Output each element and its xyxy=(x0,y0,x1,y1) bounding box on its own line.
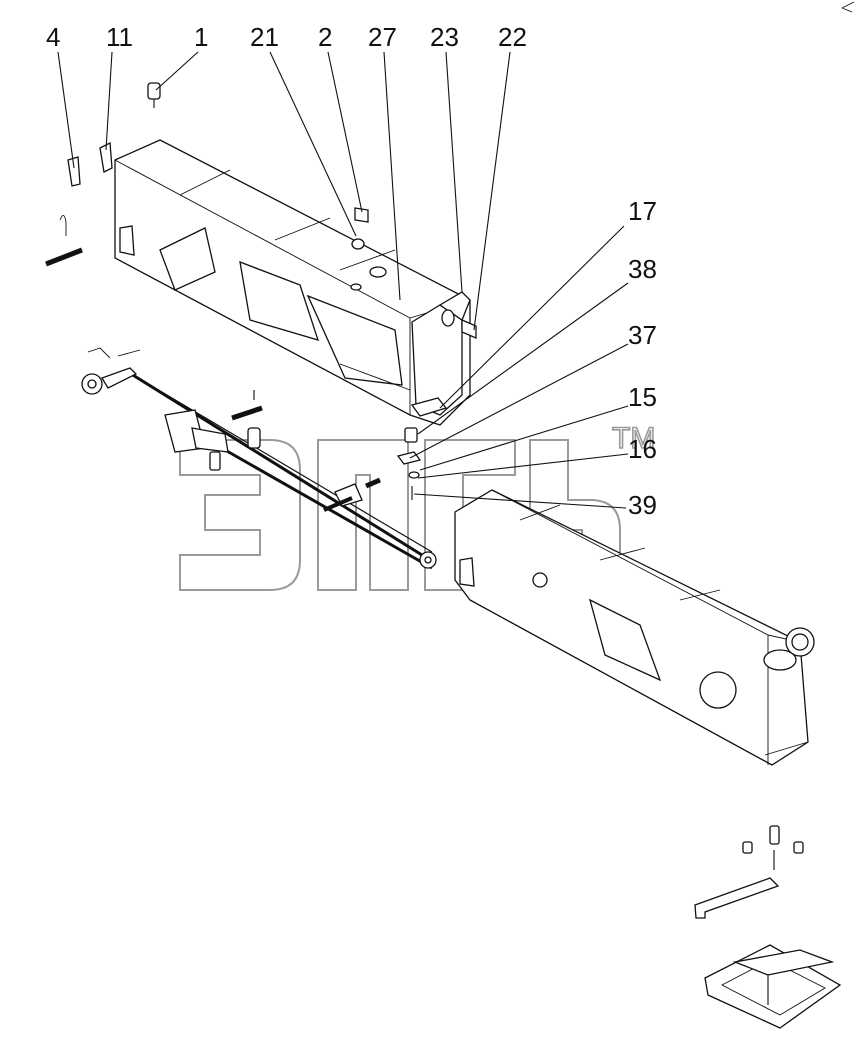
callout-27: 27 xyxy=(368,22,397,52)
trademark-text: TM xyxy=(612,422,655,455)
callout-11: 11 xyxy=(106,22,133,52)
callout-15: 15 xyxy=(628,382,657,412)
callout-2: 2 xyxy=(318,22,332,52)
bottom-right-parts xyxy=(694,825,842,1029)
callout-4: 4 xyxy=(46,22,60,52)
callout-22: 22 xyxy=(498,22,527,52)
callout-38: 38 xyxy=(628,254,657,284)
callout-labels: 4 11 1 21 2 27 23 22 17 38 37 15 16 39 xyxy=(46,22,657,520)
callout-1: 1 xyxy=(194,22,208,52)
callout-39: 39 xyxy=(628,490,657,520)
callout-17: 17 xyxy=(628,196,657,226)
cable-assembly xyxy=(81,347,437,570)
corner-mark xyxy=(841,1,855,13)
leader-lines xyxy=(57,51,629,509)
lower-boom xyxy=(454,489,815,766)
callout-37: 37 xyxy=(628,320,657,350)
callout-23: 23 xyxy=(430,22,459,52)
callout-21: 21 xyxy=(250,22,279,52)
upper-boom xyxy=(114,139,471,426)
callout-16: 16 xyxy=(628,434,657,464)
